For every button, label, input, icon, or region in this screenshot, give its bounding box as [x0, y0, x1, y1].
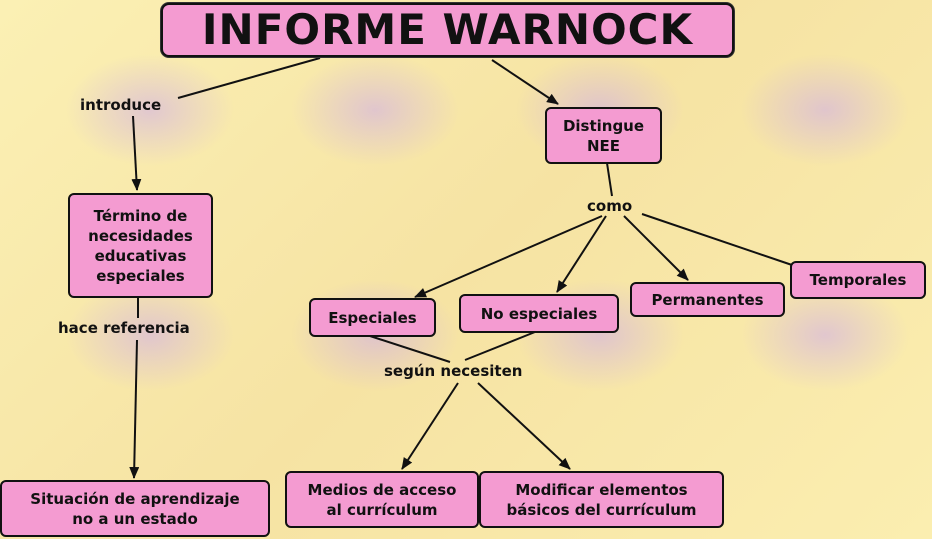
arrow-como-permanentes: [623, 215, 689, 281]
arrow-como-no-especiales: [556, 215, 607, 293]
link-label-hace-referencia: hace referencia: [58, 319, 190, 337]
node-temporales: Temporales: [790, 261, 926, 299]
arrow-segun-modificar: [477, 382, 571, 470]
line-title-introduce: [177, 57, 321, 99]
line-no-especiales-segun: [464, 331, 536, 361]
line-como-temporales: [641, 213, 793, 266]
node-modificar-elementos: Modificar elementos básicos del currícul…: [479, 471, 724, 528]
arrow-hace-referencia-situacion: [129, 339, 140, 479]
node-situacion-aprendizaje: Situación de aprendizaje no a un estado: [0, 480, 270, 537]
arrow-como-especiales: [414, 215, 603, 298]
node-distingue-nee: Distingue NEE: [545, 107, 662, 164]
node-especiales: Especiales: [309, 298, 436, 337]
node-medios-acceso: Medios de acceso al currículum: [285, 471, 479, 528]
link-label-segun-necesiten: según necesiten: [384, 362, 523, 380]
arrow-introduce-termino: [131, 115, 142, 191]
node-permanentes: Permanentes: [630, 282, 785, 317]
arrow-title-distingue: [491, 59, 559, 105]
link-label-como: como: [587, 197, 633, 215]
line-distingue-como: [606, 162, 613, 197]
line-especiales-segun: [369, 335, 451, 363]
arrow-segun-medios: [401, 382, 459, 470]
node-no-especiales: No especiales: [459, 294, 619, 333]
link-label-introduce: introduce: [80, 96, 162, 114]
node-termino-nee: Término de necesidades educativas especi…: [68, 193, 213, 298]
title-node: INFORME WARNOCK: [161, 3, 734, 57]
